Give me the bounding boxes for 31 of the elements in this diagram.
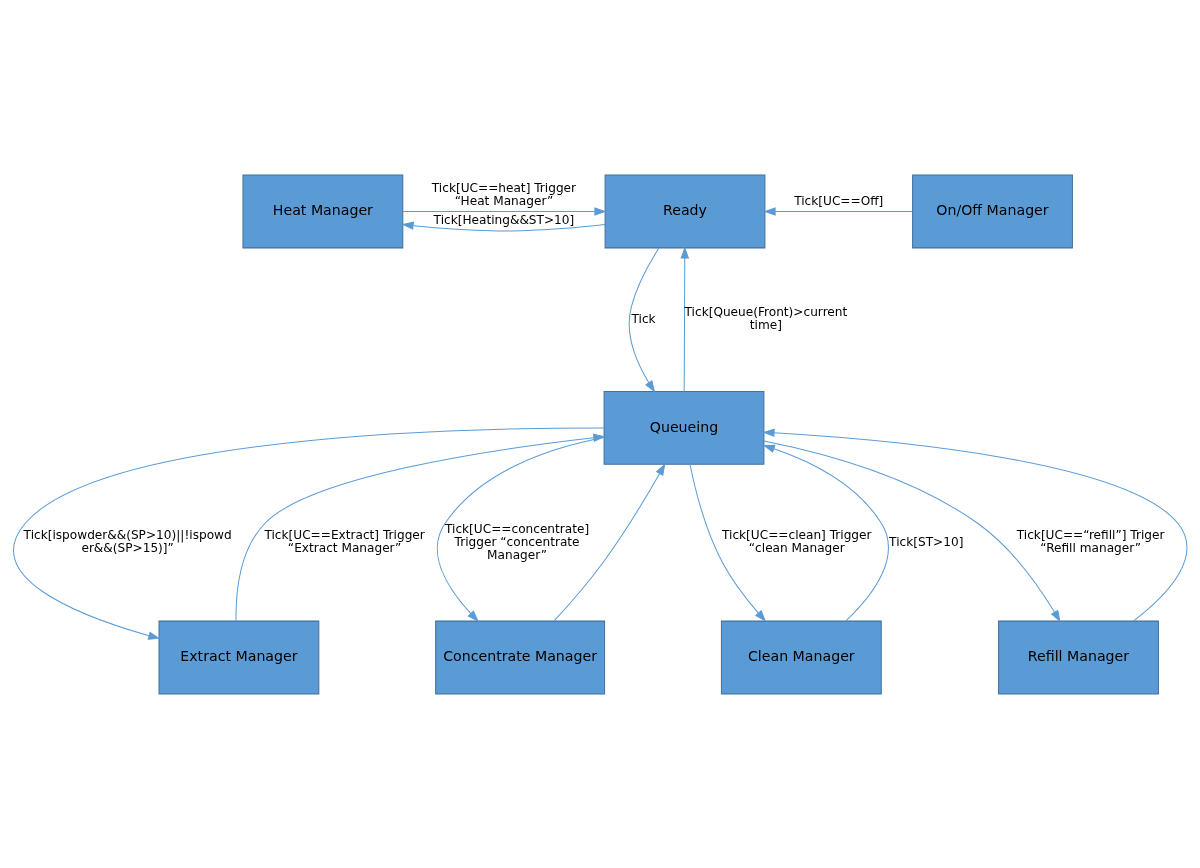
edge-label: Tick [631,311,656,326]
arrow [763,206,913,216]
arrow [762,428,1188,621]
node-box: Clean Manager [720,620,882,694]
node-box: On/Off Manager [912,174,1073,248]
node-box: Extract Manager [158,620,320,694]
edge-label: Tick[UC==“refill”] Triger “Refill manager” [1016,527,1165,555]
node-box: Queueing [603,390,765,465]
edge-label: Tick[Heating&&ST>10] [433,212,575,227]
edge-label: Tick[ispowder&&(SP>10)||!ispowd er&&(SP>15)]” [23,527,232,555]
edge-label: Tick[UC==Off] [794,193,884,208]
arrow [235,433,606,622]
arrow [13,426,605,640]
arrow [436,436,605,622]
arrow [680,245,690,392]
node-box: Ready [604,174,766,248]
arrow [402,206,607,216]
node-box: Heat Manager [242,174,404,248]
arrow [553,462,666,621]
edge-label: Tick[UC==heat] Trigger “Heat Manager” [431,180,577,208]
edge-label: Tick[UC==concentrate] Trigger “concentrate Manager” [445,521,590,562]
edge-label: Tick[UC==Extract] Trigger “Extract Manager” [264,527,425,555]
arrow [763,439,1061,622]
arrow [762,444,889,622]
edge-label: Tick[UC==clean] Trigger “clean Manager [722,527,872,555]
arrow [628,247,660,393]
arrow [689,463,767,622]
node-box: Concentrate Manager [435,620,606,694]
node-box: Refill Manager [998,620,1159,694]
edge-label: Tick[ST>10] [889,534,964,549]
arrow [401,221,606,231]
